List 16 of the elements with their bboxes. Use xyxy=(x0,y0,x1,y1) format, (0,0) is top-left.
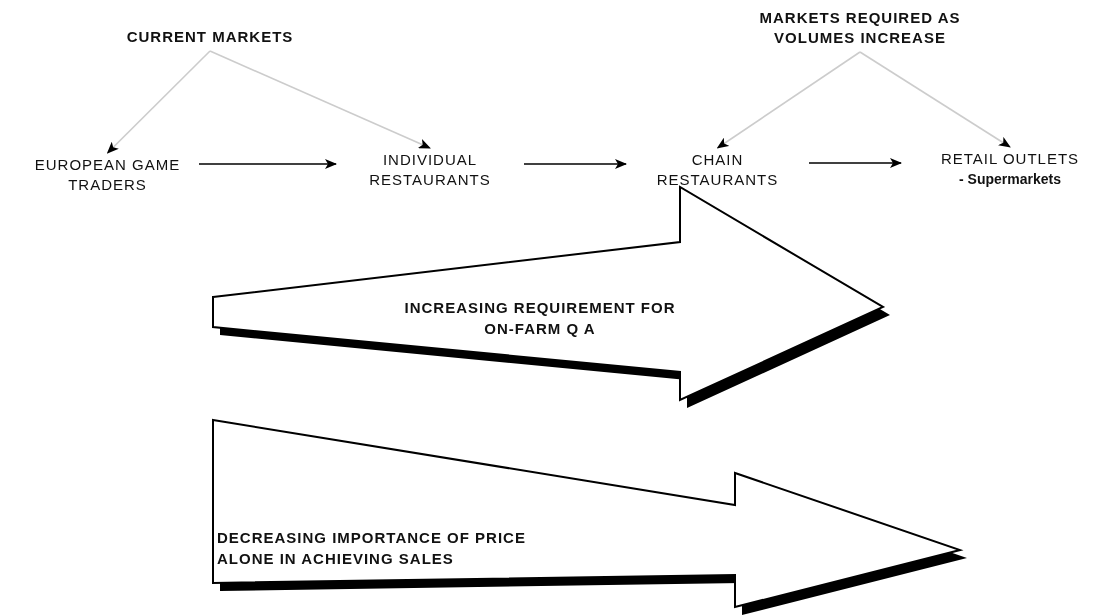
arrow xyxy=(106,50,211,154)
arrow xyxy=(859,51,1011,148)
market-label: CHAIN RESTAURANTS xyxy=(655,150,780,190)
market-note: - Supermarkets xyxy=(958,170,1062,189)
heading: MARKETS REQUIRED AS VOLUMES INCREASE xyxy=(740,8,980,48)
arrow xyxy=(198,159,337,169)
heading: CURRENT MARKETS xyxy=(110,27,310,47)
arrow xyxy=(209,50,431,149)
market-label: RETAIL OUTLETS xyxy=(939,149,1081,169)
arrow xyxy=(716,51,861,149)
arrow-label: INCREASING REQUIREMENT FOR ON-FARM Q A xyxy=(403,298,677,339)
arrow xyxy=(808,158,902,168)
arrow-label: DECREASING IMPORTANCE OF PRICE ALONE IN ACHIEVING SALES xyxy=(217,528,527,569)
market-label: EUROPEAN GAME TRADERS xyxy=(33,155,182,195)
arrow xyxy=(523,159,627,169)
market-label: INDIVIDUAL RESTAURANTS xyxy=(368,150,492,190)
